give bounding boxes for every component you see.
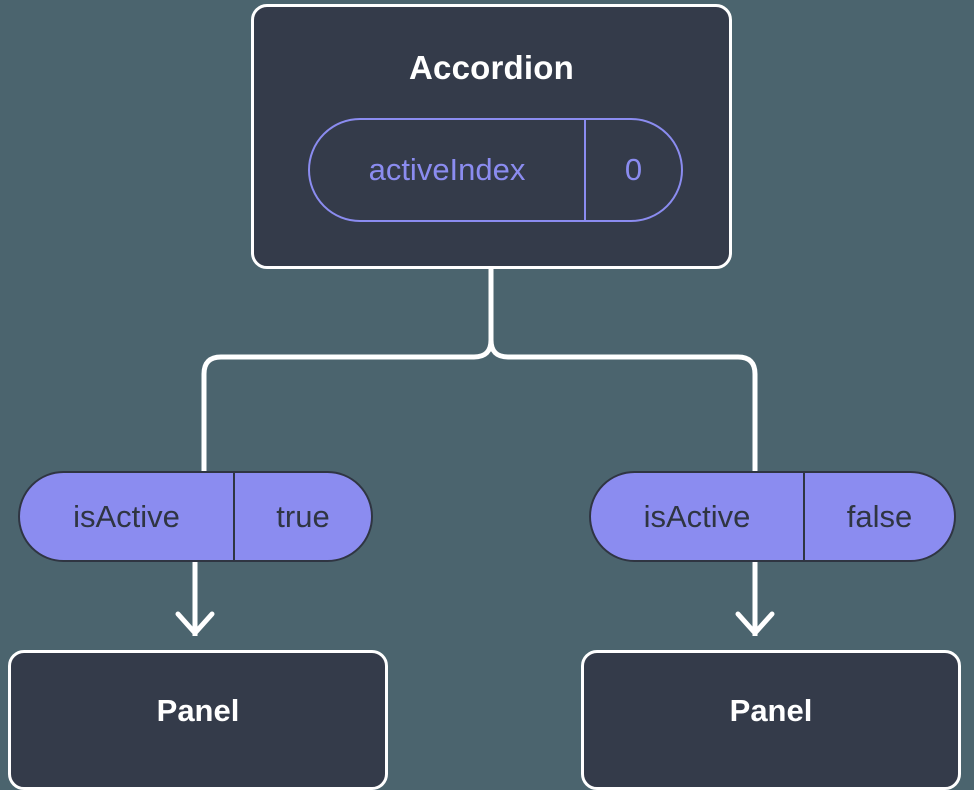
panel-title-left: Panel bbox=[156, 693, 240, 728]
active-index-value: 0 bbox=[624, 152, 643, 187]
is-active-key-right: isActive bbox=[591, 473, 805, 560]
is-active-prop-pill-right[interactable]: isActive false bbox=[589, 471, 956, 562]
is-active-value-right: false bbox=[846, 498, 913, 534]
arrow-head-left bbox=[175, 611, 215, 636]
panel-component-card-right[interactable]: Panel bbox=[581, 650, 961, 790]
is-active-value-left: true bbox=[276, 498, 330, 534]
panel-component-card-left[interactable]: Panel bbox=[8, 650, 388, 790]
connector-branch-right bbox=[488, 337, 758, 474]
is-active-prop-pill-left[interactable]: isActive true bbox=[18, 471, 373, 562]
component-tree-diagram: Accordion activeIndex 0 isActive true is… bbox=[8, 4, 961, 790]
arrow-head-right bbox=[735, 611, 775, 636]
panel-title-right: Panel bbox=[729, 693, 813, 728]
accordion-component-card[interactable]: Accordion bbox=[251, 4, 732, 269]
accordion-title: Accordion bbox=[409, 49, 574, 86]
connector-branch-left bbox=[201, 337, 494, 474]
active-index-key: activeIndex bbox=[310, 120, 586, 220]
is-active-key-left: isActive bbox=[20, 473, 235, 560]
active-index-state-pill[interactable]: activeIndex 0 bbox=[308, 118, 683, 222]
